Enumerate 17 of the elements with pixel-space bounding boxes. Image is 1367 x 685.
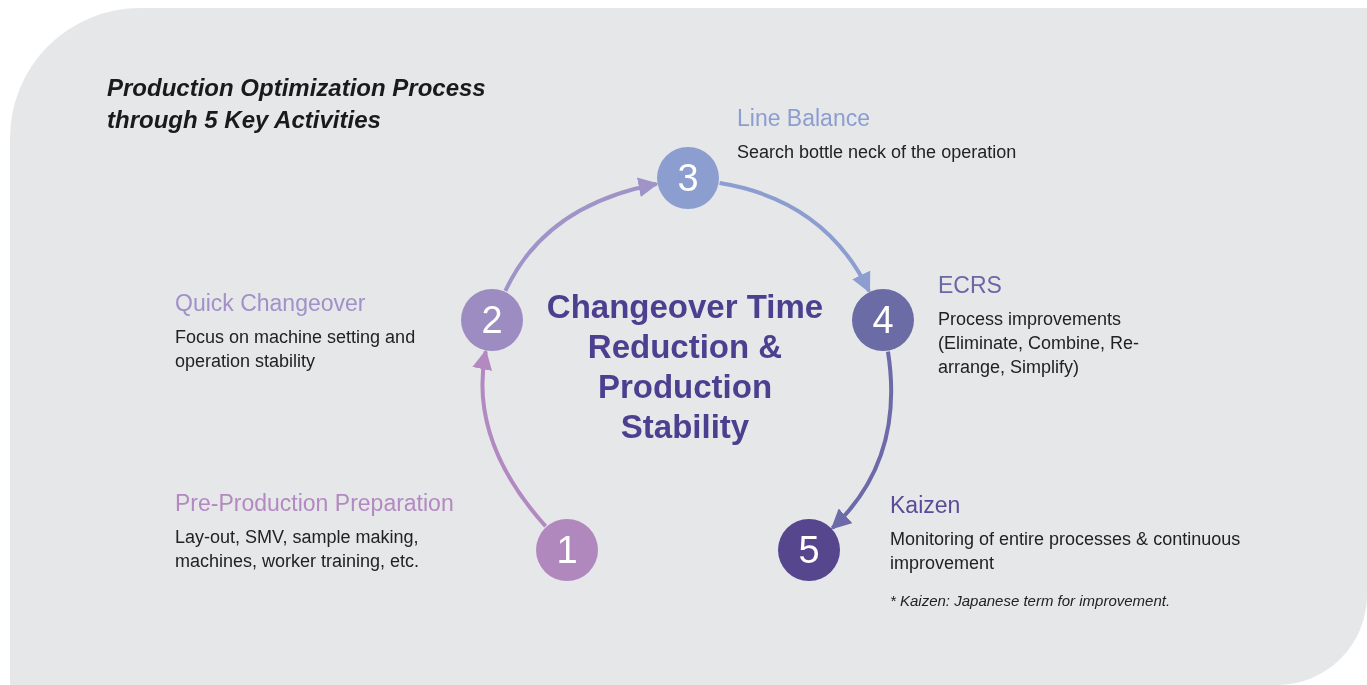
footnote: * Kaizen: Japanese term for improvement.	[890, 592, 1171, 609]
center-heading: Changeover Time Reduction & Production Stability	[545, 287, 825, 447]
step-description: Lay-out, SMV, sample making, machines, worker training, etc.	[175, 526, 421, 573]
step-heading: ECRS	[938, 272, 1003, 299]
arrow	[719, 181, 871, 293]
step-heading: Pre-Production Preparation	[175, 490, 455, 517]
step-heading: Kaizen	[890, 492, 962, 519]
step-description: Process improvements (Eliminate, Combine, Re-arrange, Simplify)	[938, 308, 1141, 379]
step-description: Monitoring of entire processes & continuous improvement	[890, 528, 1242, 575]
step-description: Focus on machine setting and operation stability	[175, 326, 417, 373]
step-heading: Quick Changeover	[175, 290, 367, 317]
step-heading: Line Balance	[737, 105, 871, 132]
step-description: Search bottle neck of the operation	[737, 141, 1018, 164]
arrow	[830, 351, 894, 530]
arrow	[473, 349, 548, 528]
arrow	[503, 178, 659, 292]
diagram-title: Production Optimization Process through 5 Key Activities	[107, 73, 487, 135]
